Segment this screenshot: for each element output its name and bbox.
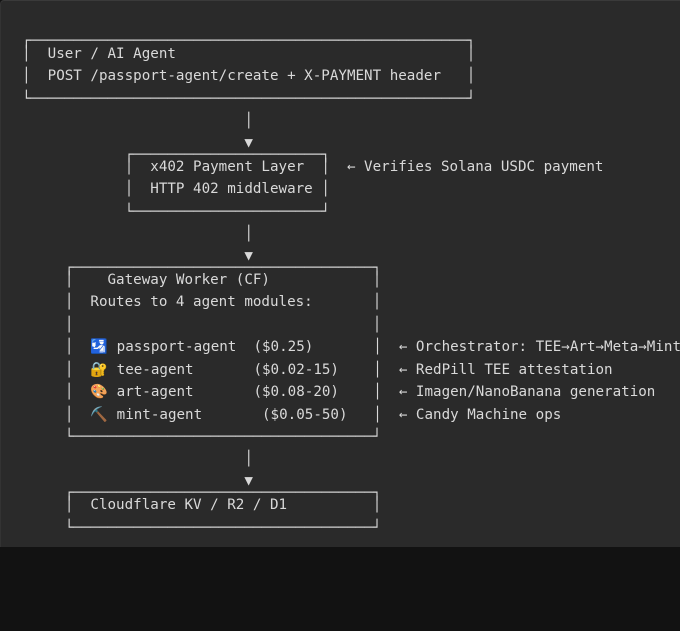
module-passport-agent: │ 🛂 passport-agent ($0.25) │ ← Orchestra… (22, 339, 680, 355)
code-block-panel: ┌───────────────────────────────────────… (0, 0, 680, 547)
payment-box-bottom: └──────────────────────┘ (22, 204, 330, 220)
module-tee-agent: │ 🔐 tee-agent ($0.02-15) │ ← RedPill TEE… (22, 362, 613, 378)
user-box-request: │ POST /passport-agent/create + X-PAYMEN… (22, 68, 476, 84)
connector-3-line: │ (22, 451, 253, 467)
payment-box-sub: │ HTTP 402 middleware │ (22, 181, 330, 197)
gateway-box-title: │ Gateway Worker (CF) │ (22, 272, 382, 288)
gateway-box-top: ┌───────────────────────────────────┐ (22, 260, 382, 276)
storage-box-bottom: └───────────────────────────────────┘ (22, 520, 382, 536)
user-box-top: ┌───────────────────────────────────────… (22, 33, 476, 49)
module-mint-agent: │ ⛏️ mint-agent ($0.05-50) │ ← Candy Mac… (22, 407, 562, 423)
connector-2-line: │ (22, 226, 253, 242)
payment-box-top: ┌──────────────────────┐ (22, 147, 330, 163)
connector-2-arrow: ▼ (22, 248, 253, 264)
gateway-box-blank: │ │ (22, 317, 382, 333)
storage-box-top: ┌───────────────────────────────────┐ (22, 485, 382, 501)
payment-box-title: │ x402 Payment Layer │ ← Verifies Solana… (22, 159, 604, 175)
gateway-box-bottom: └───────────────────────────────────┘ (22, 429, 382, 445)
gateway-box-routes: │ Routes to 4 agent modules: │ (22, 294, 382, 310)
user-box-title: │ User / AI Agent │ (22, 46, 476, 62)
user-box-bottom: └───────────────────────────────────────… (22, 91, 476, 107)
connector-3-arrow: ▼ (22, 473, 253, 489)
storage-box-label: │ Cloudflare KV / R2 / D1 │ (22, 497, 382, 513)
connector-1-line: │ (22, 113, 253, 129)
module-art-agent: │ 🎨 art-agent ($0.08-20) │ ← Imagen/Nano… (22, 384, 656, 400)
connector-1-arrow: ▼ (22, 135, 253, 151)
